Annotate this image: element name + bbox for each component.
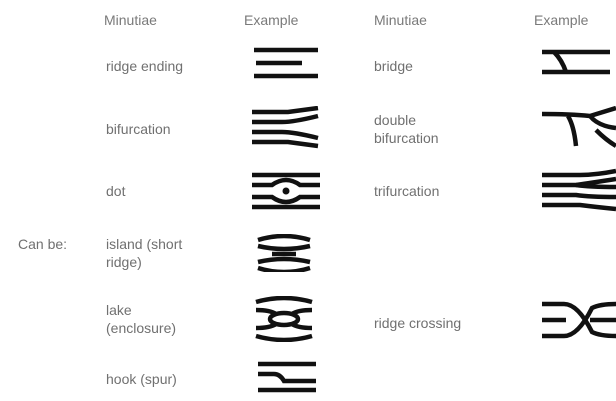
- label-hook: hook (spur): [106, 371, 177, 388]
- label-dot: dot: [106, 183, 125, 200]
- hook-icon: [254, 359, 320, 395]
- double-bifurcation-icon: [540, 106, 616, 154]
- label-bridge: bridge: [374, 58, 413, 75]
- can-be-label: Can be:: [18, 236, 67, 253]
- header-example-right: Example: [534, 12, 588, 29]
- ridge-ending-icon: [250, 44, 322, 84]
- ridge-crossing-icon: [540, 296, 616, 344]
- header-example-left: Example: [244, 12, 298, 29]
- header-minutiae-left: Minutiae: [104, 12, 157, 29]
- label-ridge-ending: ridge ending: [106, 58, 183, 75]
- island-icon: [254, 234, 314, 272]
- dot-icon: [250, 169, 322, 213]
- label-bifurcation: bifurcation: [106, 121, 171, 138]
- label-trifurcation: trifurcation: [374, 183, 439, 200]
- label-lake-line2: (enclosure): [106, 320, 176, 337]
- bifurcation-icon: [250, 106, 322, 150]
- trifurcation-icon: [540, 167, 616, 215]
- label-double-bifurcation-line1: double: [374, 112, 416, 129]
- lake-icon: [252, 296, 316, 342]
- header-minutiae-right: Minutiae: [374, 12, 427, 29]
- label-ridge-crossing: ridge crossing: [374, 315, 461, 332]
- label-double-bifurcation-line2: bifurcation: [374, 130, 439, 147]
- label-lake-line1: lake: [106, 302, 132, 319]
- bridge-icon: [540, 44, 610, 84]
- label-island-line2: ridge): [106, 254, 142, 271]
- label-island-line1: island (short: [106, 236, 182, 253]
